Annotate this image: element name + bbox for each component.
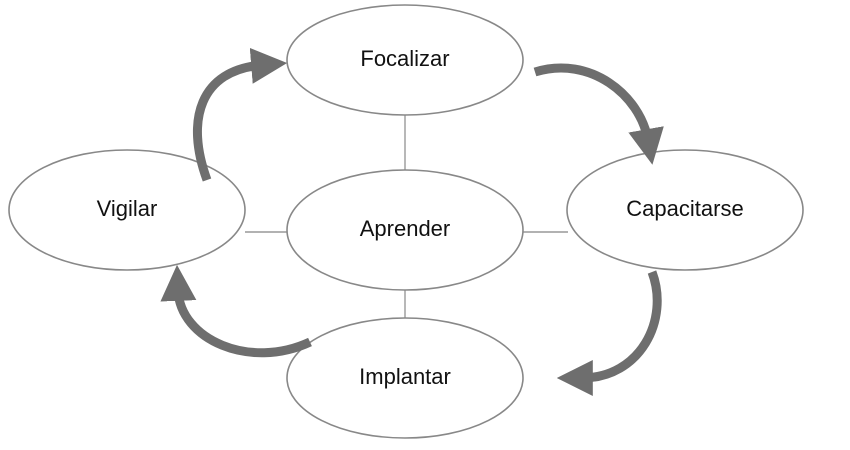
node-label: Aprender bbox=[360, 216, 451, 241]
node-aprender: Aprender bbox=[286, 169, 524, 291]
node-label: Vigilar bbox=[97, 196, 158, 221]
node-implantar: Implantar bbox=[286, 317, 524, 439]
node-label: Capacitarse bbox=[626, 196, 743, 221]
node-vigilar: Vigilar bbox=[8, 149, 246, 271]
node-capacitarse: Capacitarse bbox=[566, 149, 804, 271]
arrow-focalizar-to-capacitarse bbox=[533, 63, 664, 165]
node-label: Implantar bbox=[359, 364, 451, 389]
arrow-vigilar-to-focalizar bbox=[192, 47, 288, 182]
node-label: Focalizar bbox=[360, 46, 449, 71]
arrow-implantar-to-vigilar bbox=[160, 264, 312, 358]
node-focalizar: Focalizar bbox=[286, 4, 524, 116]
arrow-capacitarse-to-implantar bbox=[556, 270, 662, 396]
